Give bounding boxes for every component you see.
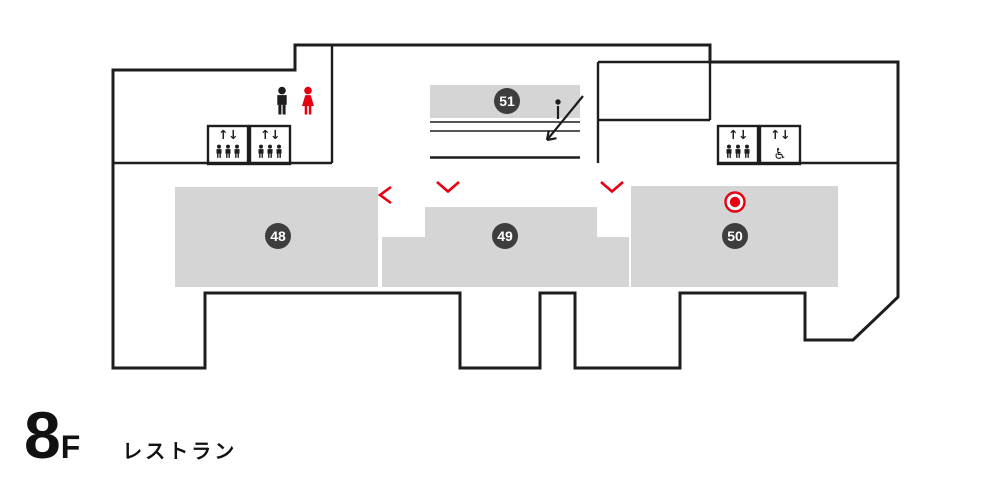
svg-text:50: 50 (727, 228, 743, 244)
elevator-right-accessible-icon: ↑↓ ♿ (758, 124, 802, 166)
area-51-badge: 51 (494, 88, 520, 114)
svg-text:51: 51 (499, 93, 515, 109)
escalator-icon (545, 95, 584, 142)
entrance-chevron-down-icon (436, 181, 460, 194)
area-49-badge: 49 (492, 223, 518, 249)
elevator-arrows: ↑↓ (260, 127, 280, 142)
floor-suffix: F (60, 429, 81, 465)
elevator-box (716, 124, 760, 166)
svg-text:48: 48 (270, 228, 286, 244)
area-48-badge: 48 (265, 223, 291, 249)
elevator-arrows: ↑↓ (770, 127, 790, 142)
elevator-arrows: ↑↓ (728, 127, 748, 142)
elevator-arrows: ↑↓ (218, 127, 238, 142)
elevator-left-2-icon: ↑↓ (248, 124, 292, 166)
escalator-person-head (555, 99, 561, 105)
elevator-box (206, 124, 250, 166)
svg-text:49: 49 (497, 228, 513, 244)
elevator-box (758, 124, 802, 166)
floor-number: 8 (24, 398, 61, 472)
floor-label: 8 F レストラン (24, 402, 237, 468)
building-outline (111, 43, 900, 370)
area-50-badge: 50 (722, 223, 748, 249)
elevator-left-1-icon: ↑↓ (206, 124, 250, 166)
entrance-chevron-down-icon (600, 181, 624, 194)
entrance-chevron-left-icon (377, 185, 392, 205)
wheelchair-icon: ♿ (773, 145, 786, 163)
elevator-box (248, 124, 292, 166)
floor-name: レストラン (122, 441, 238, 463)
location-marker-icon (724, 191, 746, 213)
elevator-right-1-icon: ↑↓ (716, 124, 760, 166)
